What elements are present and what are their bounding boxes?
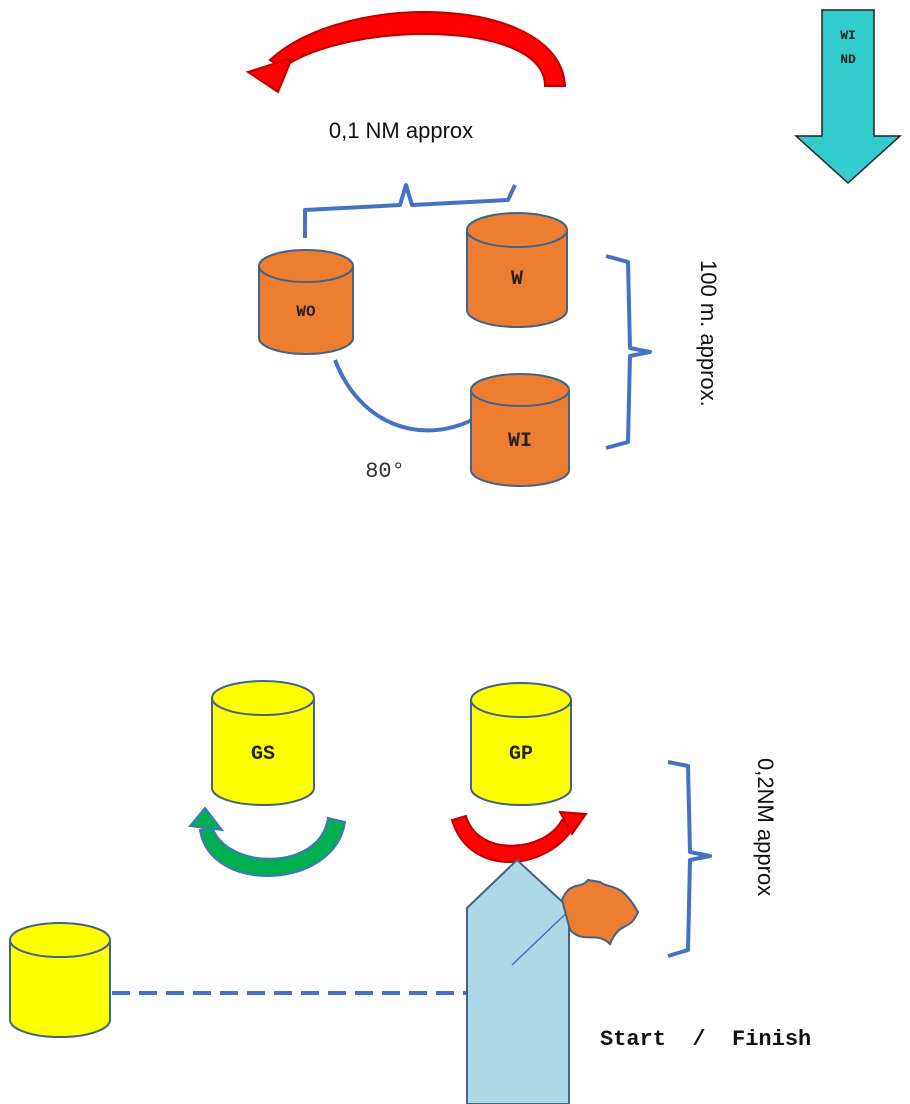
mark-windward-inner (470, 373, 570, 487)
mark-windward-offset (258, 249, 354, 355)
gate-distance-bracket (667, 760, 712, 958)
mark-gp-label: GP (509, 743, 533, 766)
gs-rounding-arrow (188, 806, 347, 877)
gp-rounding-arrow (450, 810, 588, 863)
mark-wo-label: WO (296, 303, 316, 321)
angle-label: 80° (365, 459, 405, 484)
top-rounding-arrow (245, 11, 567, 94)
mark-gate-port (470, 682, 572, 806)
side-distance-label: 100 m. approx. (696, 260, 721, 407)
mark-w-label: W (511, 268, 523, 291)
committee-boat (466, 858, 570, 1104)
angle-arc (333, 359, 473, 433)
wind-arrow-shape (794, 9, 902, 185)
side-distance-bracket (605, 254, 652, 450)
mark-wi-label: WI (508, 430, 532, 453)
top-distance-label: 0,1 NM approx (329, 118, 473, 143)
flag-icon (560, 878, 640, 946)
mark-pin-end (9, 922, 111, 1038)
start-finish-label: Start / Finish (600, 1027, 811, 1052)
wind-label-line2: ND (840, 52, 856, 67)
mark-gate-starboard (211, 680, 315, 806)
wind-label-line1: WI (840, 28, 856, 43)
mark-windward (466, 212, 568, 328)
top-distance-bracket (303, 183, 517, 238)
gate-distance-label: 0,2NM approx (753, 758, 778, 896)
mark-gs-label: GS (251, 743, 275, 766)
wind-arrow-icon (794, 9, 902, 185)
